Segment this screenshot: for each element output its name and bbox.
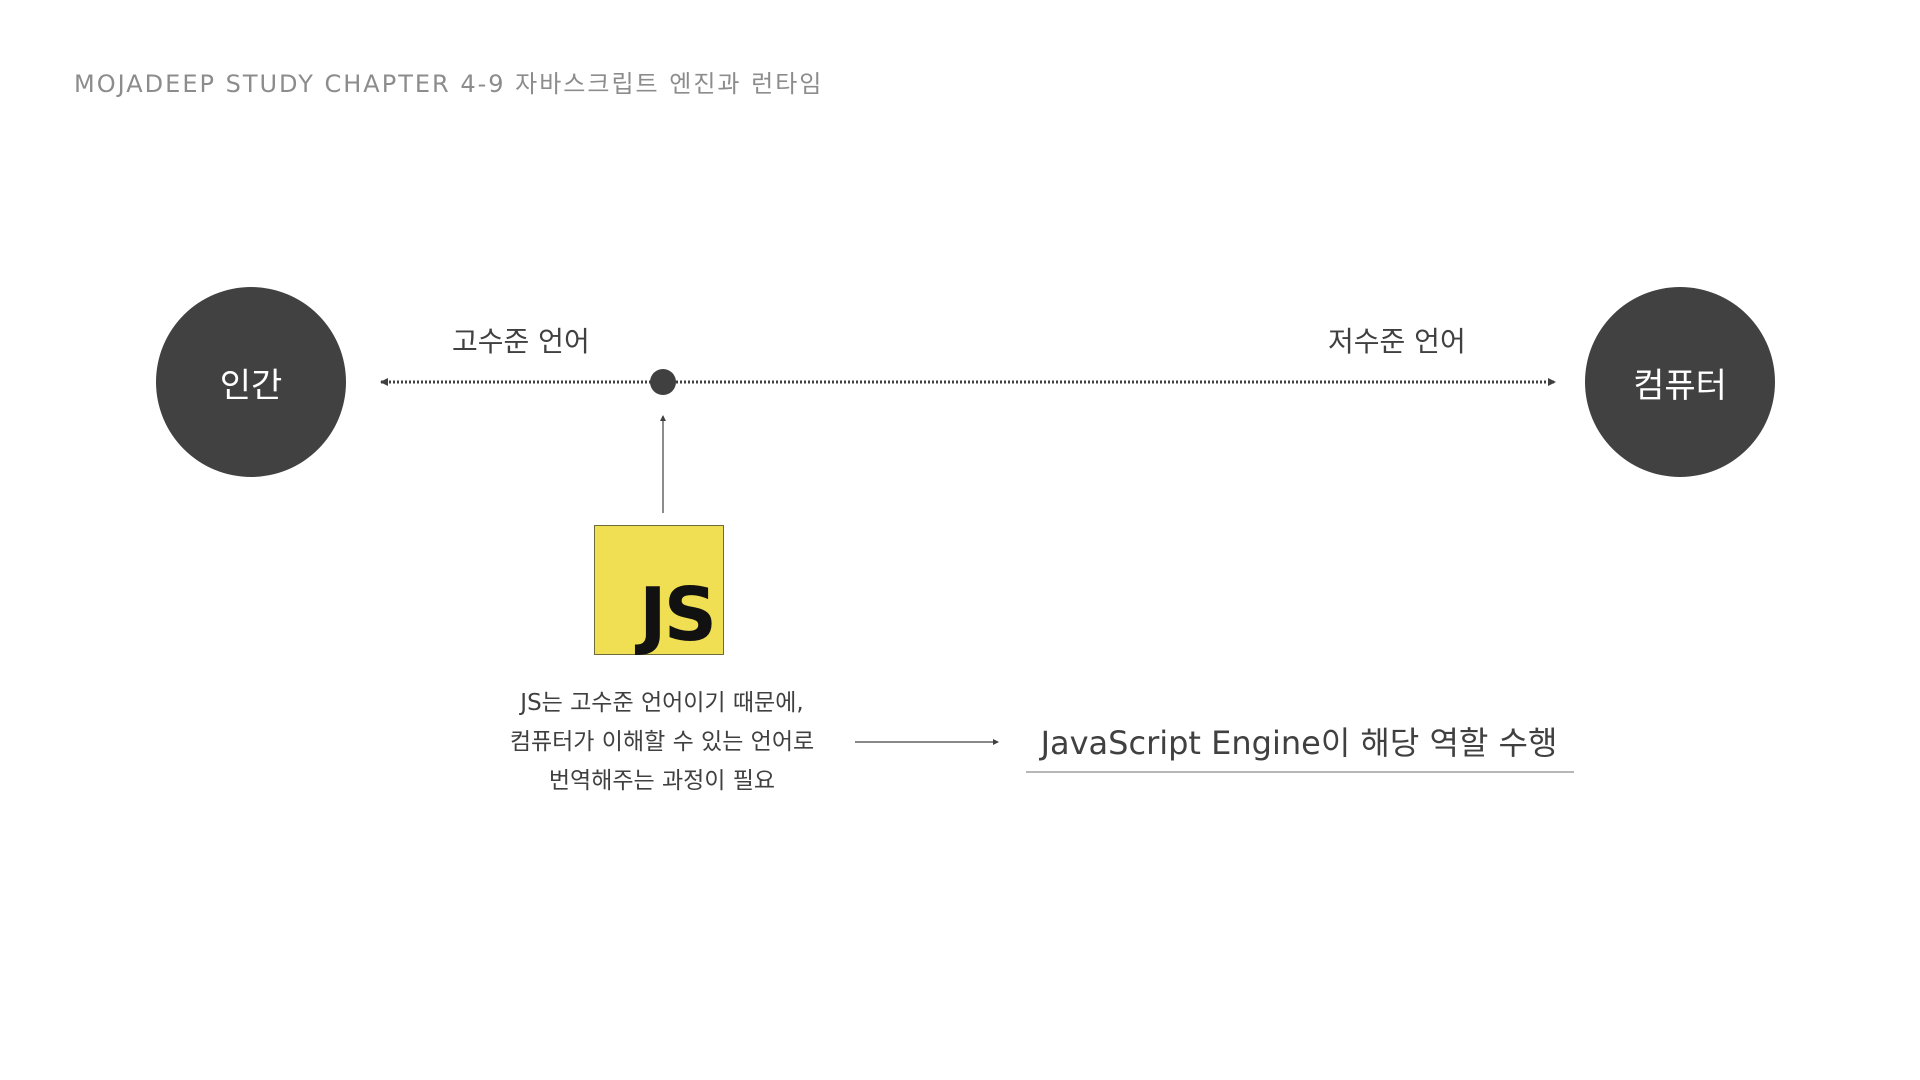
low-level-label: 저수준 언어 (1328, 325, 1466, 358)
human-label: 인간 (219, 365, 283, 406)
high-level-label: 고수준 언어 (452, 325, 590, 358)
description-line: 번역해주는 과정이 필요 (548, 768, 776, 794)
description-line: 컴퓨터가 이해할 수 있는 언어로 (509, 729, 815, 755)
engine-role-text: JavaScript Engine이 해당 역할 수행 (1040, 724, 1558, 762)
js-logo-text: JS (639, 572, 717, 658)
computer-node: 컴퓨터 (1585, 287, 1775, 477)
page-title: MOJADEEP STUDY CHAPTER 4-9 자바스크립트 엔진과 런타… (74, 70, 824, 98)
human-node: 인간 (156, 287, 346, 477)
javascript-logo-icon: JS (594, 525, 724, 655)
description-text: JS는 고수준 언어이기 때문에, 컴퓨터가 이해할 수 있는 언어로 번역해주… (462, 684, 862, 801)
js-position-dot (650, 369, 676, 395)
description-line: JS는 고수준 언어이기 때문에, (520, 690, 804, 716)
computer-label: 컴퓨터 (1633, 365, 1727, 406)
